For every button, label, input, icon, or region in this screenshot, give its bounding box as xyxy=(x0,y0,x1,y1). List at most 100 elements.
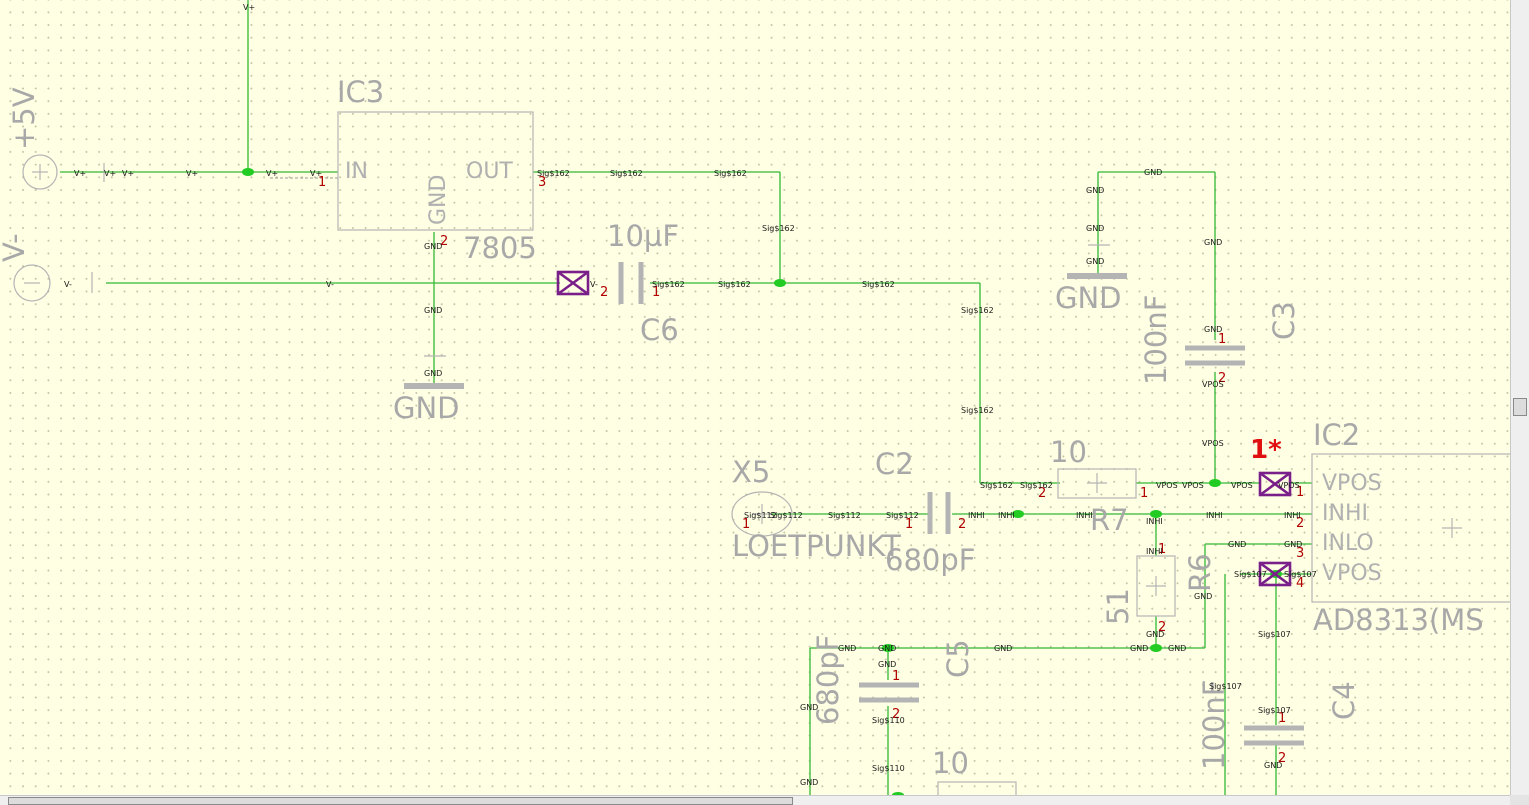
ic2-pin-number: 2 xyxy=(1296,516,1304,531)
ic3-pin1: 1 xyxy=(318,175,326,190)
resistor-r7[interactable]: 10 R7 2 1 xyxy=(1038,435,1148,537)
ic3-pin3: 3 xyxy=(538,175,546,190)
c6-name: C6 xyxy=(640,313,679,347)
ic2-pin-number: 4 xyxy=(1296,576,1304,591)
erc-marker-icon[interactable] xyxy=(1258,471,1292,497)
ic2-value: AD8313(MS xyxy=(1313,603,1484,637)
supply-minus[interactable]: V- xyxy=(0,233,93,302)
r-bottom-value: 10 xyxy=(932,746,969,780)
net-label: VPOS xyxy=(1278,481,1300,490)
net-label: Sig$112 xyxy=(886,511,919,520)
net-label: Sig$107 xyxy=(1234,570,1267,579)
r7-pin2: 2 xyxy=(1038,486,1046,501)
net-label: GND xyxy=(994,644,1012,653)
net-label: Sig$162 xyxy=(718,280,751,289)
capacitor-c4[interactable]: 100nF C4 1 2 xyxy=(1197,680,1361,770)
ic2-pin-inhi: INHI xyxy=(1322,501,1368,526)
net-label: GND xyxy=(424,242,442,251)
ic2-pin-inlo: INLO xyxy=(1322,531,1374,556)
c4-pin2: 2 xyxy=(1278,751,1286,766)
c4-pin1: 1 xyxy=(1278,711,1286,726)
net-label: INHI xyxy=(1076,511,1093,520)
net-label: GND xyxy=(878,660,896,669)
c3-name: C3 xyxy=(1267,301,1301,340)
c2-value: 680pF xyxy=(885,543,975,577)
c2-pin1: 1 xyxy=(905,517,913,532)
net-label: Sig$162 xyxy=(714,169,747,178)
c6-pin2: 2 xyxy=(600,285,608,300)
net-label: GND xyxy=(1264,761,1282,770)
net-label: Sig$107 xyxy=(1284,570,1317,579)
c5-pin2: 2 xyxy=(892,707,900,722)
x5-pin1: 1 xyxy=(742,517,750,532)
net-label: GND xyxy=(424,369,442,378)
net-label: GND xyxy=(1144,168,1162,177)
r6-pin1: 1 xyxy=(1158,542,1166,557)
net-label: V+ xyxy=(122,169,134,178)
supply-circle-icon xyxy=(22,154,58,190)
net-label: Sig$112 xyxy=(828,511,861,520)
net-label: GND xyxy=(878,644,896,653)
net-label: V- xyxy=(326,280,334,289)
c3-value: 100nF xyxy=(1139,295,1173,385)
junction-dot xyxy=(1150,510,1162,518)
net-label: V+ xyxy=(310,169,322,178)
c6-pin1: 1 xyxy=(652,285,660,300)
capacitor-c6[interactable]: 10µF C6 2 1 xyxy=(600,219,679,347)
net-label: GND xyxy=(1204,238,1222,247)
horizontal-scrollbar[interactable] xyxy=(0,795,1510,805)
net-label: Sig$110 xyxy=(872,716,905,725)
capacitor-c3[interactable]: 100nF C3 1 2 xyxy=(1139,295,1301,386)
schematic-canvas[interactable]: +5V V- IC3 7805 IN OUT GND 1 3 2 10µF C6… xyxy=(0,0,1510,795)
net-label: Sig$112 xyxy=(770,511,803,520)
net-labels: V+ V+ V+ V+ V+ V+ V+ V- V- V- GND GND GN… xyxy=(64,3,1317,787)
net-label: GND xyxy=(1146,630,1164,639)
net-label: VPOS xyxy=(1156,481,1178,490)
r6-pin2: 2 xyxy=(1158,620,1166,635)
ic2-ad8313[interactable]: IC2 AD8313(MS VPOS INHI INLO VPOS 1 2 3 … xyxy=(1250,418,1510,637)
r7-name: R7 xyxy=(1090,503,1129,537)
net-label: GND xyxy=(838,644,856,653)
c6-value: 10µF xyxy=(607,219,679,253)
r6-name: R6 xyxy=(1183,553,1217,592)
supply-plus-5v[interactable]: +5V xyxy=(7,87,105,190)
c5-pin1: 1 xyxy=(892,669,900,684)
resistor-bottom[interactable]: 10 xyxy=(932,746,1017,795)
net-label: Sig$162 xyxy=(961,406,994,415)
resistor-r6[interactable]: 51 R6 1 2 xyxy=(1101,542,1217,635)
net-label: Sig$162 xyxy=(537,169,570,178)
vertical-scroll-thumb[interactable] xyxy=(1513,398,1527,416)
ic3-regulator[interactable]: IC3 7805 IN OUT GND 1 3 2 xyxy=(318,75,546,265)
net-label: Sig$107 xyxy=(1258,706,1291,715)
net-label: V- xyxy=(590,280,598,289)
capacitor-c5[interactable]: 680pF C5 1 2 xyxy=(811,635,975,725)
junction-dot xyxy=(1012,510,1024,518)
junction-dot xyxy=(1209,479,1221,487)
erc-marker-icon[interactable] xyxy=(1258,561,1292,587)
erc-marker-icon[interactable] xyxy=(556,270,590,296)
net-label: GND xyxy=(424,306,442,315)
ground-symbol-top[interactable]: GND xyxy=(1055,244,1127,315)
vertical-scrollbar[interactable] xyxy=(1510,0,1529,805)
testpoint-x5[interactable]: X5 LOETPUNKT 1 xyxy=(731,455,901,563)
wires xyxy=(60,0,1312,795)
capacitor-c2[interactable]: C2 680pF 1 2 xyxy=(875,447,975,577)
net-label: Sig$162 xyxy=(1020,481,1053,490)
c2-pin2: 2 xyxy=(958,517,966,532)
net-label: Sig$162 xyxy=(961,306,994,315)
net-label: GND xyxy=(1204,325,1222,334)
net-label: V+ xyxy=(266,169,278,178)
net-label: GND xyxy=(1086,224,1104,233)
ground-symbol-left[interactable]: GND xyxy=(393,355,464,425)
r7-pin1: 1 xyxy=(1140,486,1148,501)
net-label: GND xyxy=(1284,540,1302,549)
x5-name: X5 xyxy=(732,455,770,489)
r6-value: 51 xyxy=(1101,588,1135,625)
net-label: VPOS xyxy=(1182,481,1204,490)
supply-plus-label: +5V xyxy=(7,87,41,150)
gnd-top-label: GND xyxy=(1055,281,1122,315)
horizontal-scroll-thumb[interactable] xyxy=(8,797,793,805)
c3-pin1: 1 xyxy=(1218,332,1226,347)
junction-dot xyxy=(892,792,904,795)
scrollbar-corner xyxy=(1510,795,1529,805)
